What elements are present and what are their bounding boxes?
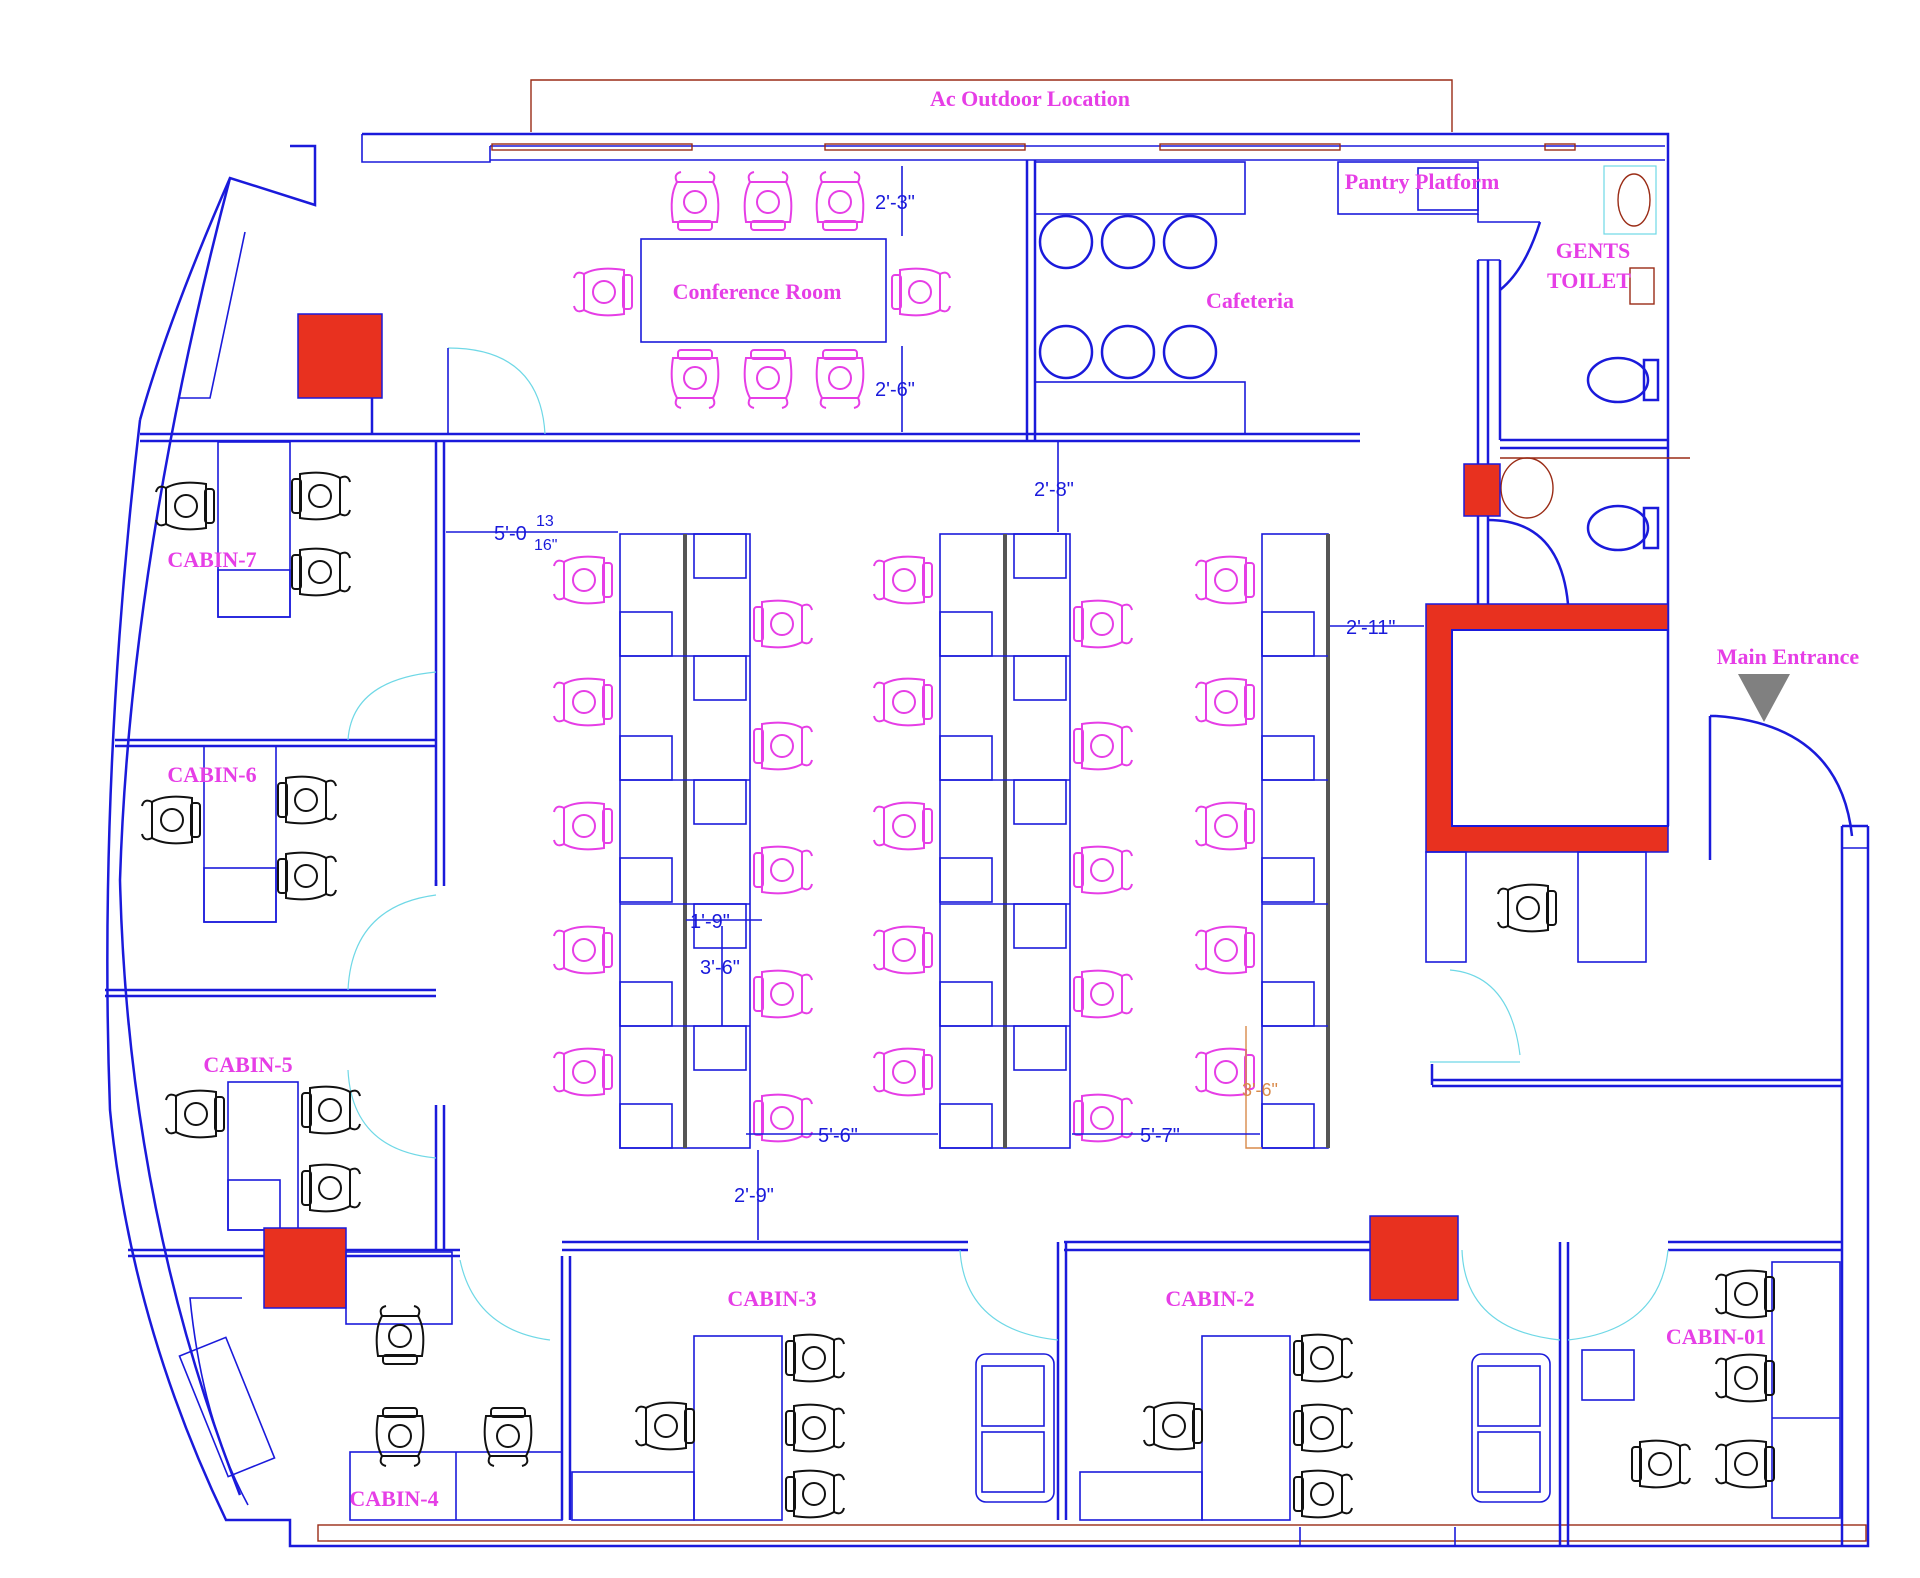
cafeteria-stool <box>1100 324 1156 380</box>
cabin-6: CABIN-6 <box>141 745 337 923</box>
cafeteria: Cafeteria <box>1034 161 1294 435</box>
workstation-block-3: 3'-6" <box>1195 533 1330 1149</box>
conference-room-label: Conference Room <box>673 279 842 304</box>
dimension-left-gap: 5'-0 <box>494 523 527 545</box>
gents-label: GENTS <box>1556 238 1631 263</box>
cabin-01-label: CABIN-01 <box>1666 1324 1766 1349</box>
cabin-4-label: CABIN-4 <box>349 1486 438 1511</box>
wash-basin <box>1603 165 1657 235</box>
wash-basin <box>1500 457 1554 519</box>
cabin-5-label: CABIN-5 <box>203 1052 292 1077</box>
dimension-lines: 5'-0 13 16" 2'-8" 2'-11" 1'-9" 3'-6" 5'-… <box>446 442 1424 1240</box>
dimension-desk-h: 3'-6" <box>700 957 740 979</box>
dimension-corridor-top: 2'-8" <box>1034 479 1074 501</box>
cabin-6-label: CABIN-6 <box>167 762 256 787</box>
cabin-4: CABIN-4 <box>178 1227 572 1521</box>
conference-table <box>640 238 887 343</box>
outer-walls <box>106 132 1870 1548</box>
dimension-conf-top: 2'-3" <box>875 192 915 214</box>
conference-room: Conference Room 2'-3" 2'-6" <box>140 160 1360 443</box>
core-block <box>1425 603 1842 1088</box>
dimension-left-gap-num: 13 <box>536 513 554 530</box>
column-top-left <box>297 313 383 399</box>
cafeteria-stool <box>1038 324 1094 380</box>
cafeteria-stool <box>1162 324 1218 380</box>
column-cabin-2 <box>1369 1215 1459 1301</box>
sofa <box>975 1353 1055 1503</box>
dimension-aisle-1: 5'-6" <box>818 1125 858 1147</box>
entrance-arrow-icon <box>1738 674 1790 722</box>
cabin-3: CABIN-3 <box>571 1286 1055 1521</box>
cabin-5: CABIN-5 <box>165 1052 361 1231</box>
main-entrance: Main Entrance <box>1708 644 1860 860</box>
bottom-partitions <box>562 1215 1842 1545</box>
workstation-block-1 <box>553 533 813 1149</box>
cafeteria-stool <box>1162 214 1218 270</box>
dimension-aisle-2: 5'-7" <box>1140 1125 1180 1147</box>
pantry-and-toilet: Pantry Platform GENTS TOILET <box>1337 161 1690 605</box>
cafeteria-label: Cafeteria <box>1206 288 1294 313</box>
dimension-right-gap: 2'-11" <box>1346 617 1395 639</box>
pantry-label: Pantry Platform <box>1345 169 1500 194</box>
column-toilet <box>1463 463 1501 517</box>
cafeteria-stool <box>1038 214 1094 270</box>
cabin-3-label: CABIN-3 <box>727 1286 816 1311</box>
ac-outdoor-label: Ac Outdoor Location <box>930 86 1130 111</box>
wc-seat <box>1586 504 1650 552</box>
main-entrance-label: Main Entrance <box>1717 644 1860 669</box>
cafeteria-stool <box>1100 214 1156 270</box>
dimension-left-gap-den: 16" <box>534 537 557 554</box>
column-cabin-4 <box>263 1227 347 1309</box>
workstation-block-2 <box>873 533 1133 1149</box>
cabin-7: CABIN-7 <box>155 441 351 618</box>
dimension-small-orange: 3'-6" <box>1242 1080 1278 1100</box>
dimension-desk-w: 1'-9" <box>690 911 730 933</box>
cabin-2: CABIN-2 <box>1079 1286 1551 1521</box>
cabin-7-label: CABIN-7 <box>167 547 256 572</box>
left-partitions <box>105 441 551 1341</box>
cabin-01: CABIN-01 <box>1581 1261 1841 1519</box>
wc-seat <box>1586 356 1650 404</box>
cabin-2-label: CABIN-2 <box>1165 1286 1254 1311</box>
sofa <box>1471 1353 1551 1503</box>
ac-outdoor-area: Ac Outdoor Location <box>530 79 1453 132</box>
dimension-conf-bottom: 2'-6" <box>875 379 915 401</box>
dimension-bottom-gap: 2'-9" <box>734 1185 774 1207</box>
toilet-label: TOILET <box>1547 268 1631 293</box>
